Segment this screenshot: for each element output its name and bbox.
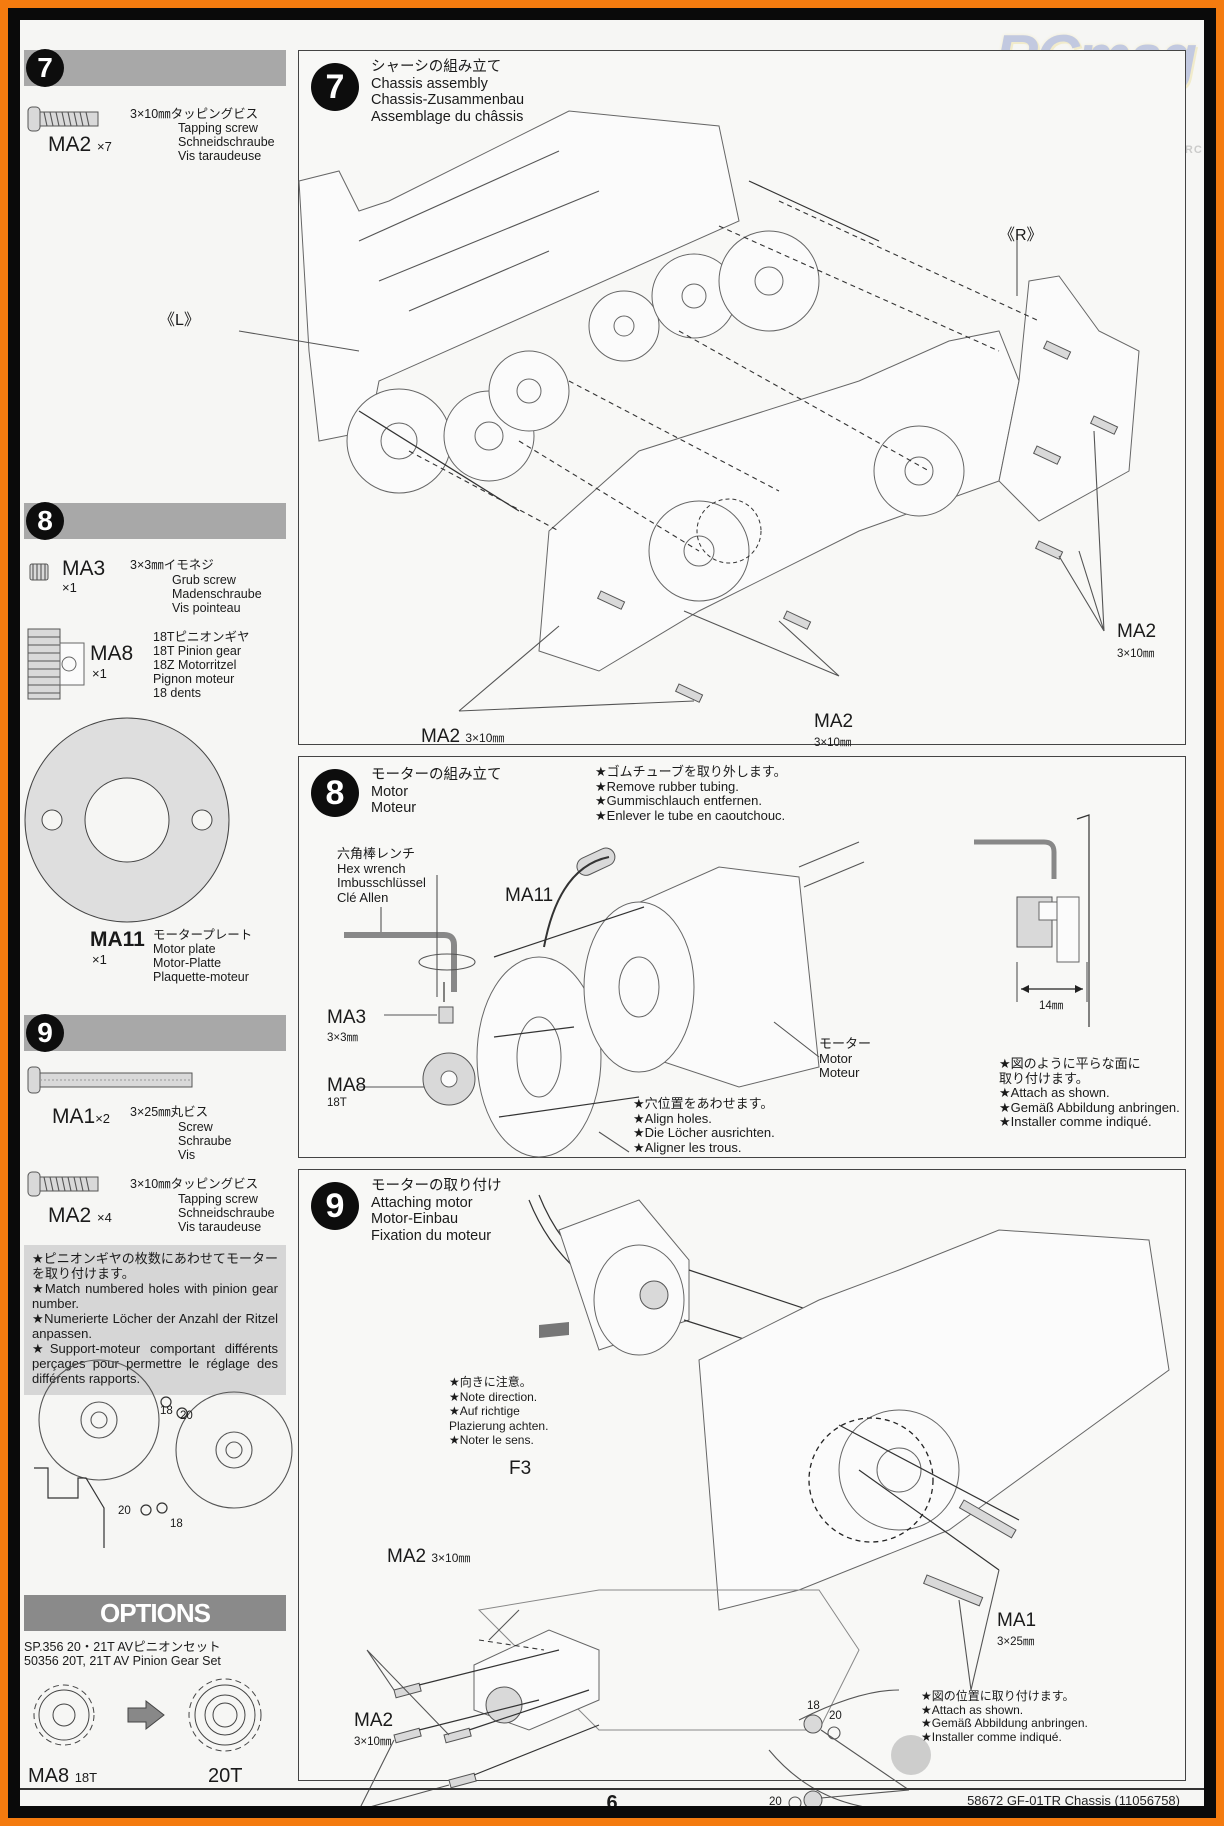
- step9-panel: 9 モーターの取り付け Attaching motor Motor-Einbau…: [298, 1169, 1186, 1806]
- callout-ma2-center: MA2: [814, 711, 854, 732]
- part-ma2-desc: Tapping screw Schneidschraube Vis taraud…: [178, 121, 275, 163]
- pinion-gear: [422, 1052, 476, 1106]
- chassis-assembly-diagram: [238, 110, 1140, 712]
- step7-panel: 7 シャーシの組み立て Chassis assembly Chassis-Zus…: [159, 50, 1186, 749]
- long-screw-icon: [27, 1066, 193, 1094]
- tapping-screw-icon-step9: [27, 1171, 99, 1197]
- step7-panel-badge: 7: [311, 63, 359, 111]
- part-ma3-desc: Grub screw Madenschraube Vis pointeau: [172, 573, 262, 615]
- arrow-right-icon: [127, 1699, 165, 1731]
- label-ma11: MA11: [505, 885, 554, 906]
- options-product: SP.356 20・21T AVピニオンセット 50356 20T, 21T A…: [24, 1640, 221, 1668]
- part-ma2-step9-desc: Tapping screw Schneidschraube Vis taraud…: [178, 1192, 275, 1234]
- step8-panel: 8 モーターの組み立て Motor Moteur ★ゴムチューブを取り外します。…: [298, 756, 1186, 1158]
- part-ma8-desc: 18Tピニオンギヤ 18T Pinion gear 18Z Motorritze…: [153, 630, 250, 700]
- motor-attach-diagram: [360, 1194, 1170, 1806]
- motor-label: モーター Motor Moteur: [819, 1036, 872, 1080]
- step9-title: モーターの取り付け Attaching motor Motor-Einbau F…: [371, 1178, 502, 1244]
- note-direction: ★向きに注意。 ★Note direction. ★Auf richtige P…: [449, 1375, 549, 1447]
- label-ma2-bottom: MA2: [354, 1710, 394, 1731]
- align-holes-note: ★穴位置をあわせます。 ★Align holes. ★Die Löcher au…: [633, 1096, 775, 1155]
- step9-parts-header: 9: [24, 1014, 286, 1052]
- tapping-screw-icon: [27, 106, 99, 132]
- callout-ma2-left: MA2 3×10㎜: [421, 726, 505, 747]
- label-ma3: MA3: [327, 1007, 367, 1028]
- label-f3: F3: [509, 1458, 532, 1479]
- remove-tubing-note: ★ゴムチューブを取り外します。 ★Remove rubber tubing. ★…: [595, 764, 787, 823]
- step8-title: モーターの組み立て Motor Moteur: [371, 767, 502, 816]
- pinion-holes-note: ★ピニオンギヤの枚数にあわせてモーターを取り付けます。 ★Match numbe…: [24, 1245, 286, 1395]
- label-ma8: MA8: [327, 1075, 367, 1096]
- flat-surface-note: ★図のように平らな面に 取り付けます。 ★Attach as shown. ★G…: [999, 1056, 1180, 1129]
- motor-plate-icon: [24, 717, 230, 923]
- part-ma2-code: MA2 ×7: [48, 133, 112, 156]
- dimension-label: 14㎜: [1039, 1000, 1064, 1012]
- page-number: 6: [606, 1792, 618, 1806]
- footer-divider: [20, 1788, 1204, 1790]
- step8-panel-badge: 8: [311, 769, 359, 817]
- callout-ma2-right-size: 3×10㎜: [1117, 648, 1155, 660]
- part-ma8-code: MA8: [90, 642, 134, 665]
- product-code: 58672 GF-01TR Chassis (11056758): [967, 1793, 1180, 1806]
- hole-label: 20: [118, 1505, 131, 1517]
- step8-parts-header: 8: [24, 502, 286, 540]
- label-right-side: 《R》: [999, 227, 1043, 244]
- hex-wrench-label: 六角棒レンチ Hex wrench Imbusschlüssel Clé All…: [337, 846, 426, 905]
- step9-panel-badge: 9: [311, 1182, 359, 1230]
- part-ma1-code: MA1×2: [52, 1105, 111, 1128]
- hole-label-20-top: 20: [829, 1710, 842, 1722]
- hole-label: 20: [180, 1410, 193, 1422]
- part-ma1-desc: Screw Schraube Vis: [178, 1120, 232, 1162]
- motor-assembly-diagram: [344, 814, 1090, 1158]
- pinion-20t-icon: [188, 1678, 262, 1752]
- label-left-side: 《L》: [159, 312, 200, 329]
- part-ma11-code: MA11: [90, 928, 145, 951]
- part-ma3-qty: ×1: [62, 580, 77, 595]
- pinion-gear-icon: [27, 628, 85, 700]
- hole-label: 18: [160, 1405, 173, 1417]
- gear-set: [346, 230, 820, 494]
- options-from-label: MA8 18T: [28, 1765, 98, 1787]
- part-ma2-desc-jp: 3×10㎜タッピングビス: [130, 107, 259, 121]
- part-ma8-qty: ×1: [92, 666, 107, 681]
- step9-badge: 9: [26, 1014, 64, 1052]
- options-to-label: 20T: [208, 1765, 243, 1787]
- part-ma1-desc-jp: 3×25㎜丸ビス: [130, 1105, 209, 1119]
- part-ma2-step9-code: MA2 ×4: [48, 1204, 112, 1227]
- label-ma2-top: MA2 3×10㎜: [387, 1546, 471, 1567]
- callout-ma2-center-size: 3×10㎜: [814, 737, 852, 749]
- step7-parts-header: 7: [24, 49, 286, 87]
- pinion-18t-icon: [33, 1684, 95, 1746]
- step7-title: シャーシの組み立て Chassis assembly Chassis-Zusam…: [371, 59, 525, 125]
- part-ma3-code: MA3: [62, 557, 106, 580]
- step8-badge: 8: [26, 502, 64, 540]
- label-ma3-size: 3×3㎜: [327, 1032, 359, 1044]
- grub-screw-icon: [29, 563, 49, 581]
- part-ma11-qty: ×1: [92, 952, 107, 967]
- label-ma1-size: 3×25㎜: [997, 1636, 1035, 1648]
- part-ma11-desc: モータープレート Motor plate Motor-Platte Plaque…: [153, 928, 253, 984]
- label-ma1: MA1: [997, 1610, 1037, 1631]
- label-ma8-teeth: 18T: [327, 1097, 347, 1109]
- hole-label: 18: [170, 1518, 183, 1530]
- step7-badge: 7: [26, 49, 64, 87]
- hole-label-20-bottom: 20: [769, 1796, 782, 1806]
- options-header: OPTIONS: [24, 1595, 286, 1631]
- part-ma3-desc-jp: 3×3㎜イモネジ: [130, 558, 214, 572]
- gear-holes-diagram: [34, 1359, 293, 1548]
- label-ma2-bottom-size: 3×10㎜: [354, 1736, 392, 1748]
- hole-label-18-top: 18: [807, 1700, 820, 1712]
- part-ma2-step9-desc-jp: 3×10㎜タッピングビス: [130, 1177, 259, 1191]
- manual-page: RCmag Le Web Magazine du Modelisme RC RC…: [20, 20, 1204, 1806]
- callout-ma2-right: MA2: [1117, 621, 1157, 642]
- attach-position-note: ★図の位置に取り付けます。 ★Attach as shown. ★Gemäß A…: [921, 1689, 1088, 1744]
